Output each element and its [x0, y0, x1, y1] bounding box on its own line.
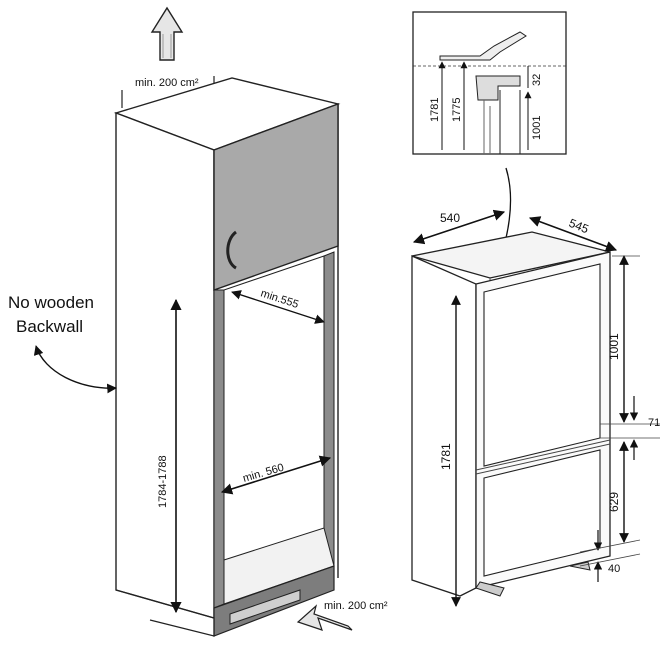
upper-section-label: 1001 — [607, 333, 621, 360]
appliance-left-side — [411, 255, 477, 597]
note-pointer-arrow — [33, 345, 117, 394]
depth-label: 540 — [440, 211, 460, 225]
upper-compartment-door — [483, 263, 601, 467]
total-height-label: 1781 — [439, 443, 453, 470]
gap-label: 71 — [648, 417, 660, 429]
vent-in-arrow-icon — [296, 604, 353, 631]
detail-h32-label: 32 — [531, 74, 543, 86]
niche-right-frame — [323, 251, 335, 571]
height-label: 1784-1788 — [157, 455, 169, 508]
detail-door-edge — [499, 90, 521, 154]
appliance-drawing: 540 545 1781 1001 71 629 40 — [411, 209, 660, 607]
detail-h1001-label: 1001 — [531, 116, 543, 140]
plinth-vent-grille — [229, 589, 301, 625]
divider-strip — [475, 439, 611, 475]
cabinet-drawing: min. 200 cm² min. 200 cm² min.555 min. 5… — [8, 6, 388, 637]
cabinet-bottom-edge — [115, 589, 215, 637]
detail-h1775-label: 1775 — [451, 98, 463, 122]
upper-door — [213, 102, 339, 291]
detail-bracket — [475, 75, 521, 101]
note-line-1: No wooden — [8, 293, 94, 312]
niche-left-frame — [213, 289, 225, 609]
width-mid-label: min. 560 — [242, 462, 286, 485]
width-dimension — [528, 216, 618, 252]
vent-up-arrow-icon — [150, 6, 184, 61]
note-line-2: Backwall — [16, 317, 83, 336]
base-ext-line-top — [579, 539, 641, 553]
detail-h1781-label: 1781 — [429, 98, 441, 122]
vent-bottom-label: min. 200 cm² — [324, 600, 388, 612]
detail-hinge — [439, 31, 527, 61]
base-ext-line-bottom — [579, 553, 641, 567]
detail-panel-lines — [483, 100, 491, 154]
depth-dimension — [412, 209, 506, 245]
vent-top-label: min. 200 cm² — [135, 77, 199, 89]
lower-section-label: 629 — [607, 492, 621, 512]
door-handle-icon — [226, 230, 238, 270]
detail-inset: 1781 1775 32 1001 — [412, 11, 567, 271]
base-foot-left — [475, 581, 505, 597]
width-mid-dimension — [220, 455, 332, 495]
niche-top-edge — [223, 255, 325, 291]
width-top-dimension — [231, 290, 325, 324]
base-label: 40 — [608, 563, 620, 575]
cabinet-left-side — [115, 111, 215, 619]
